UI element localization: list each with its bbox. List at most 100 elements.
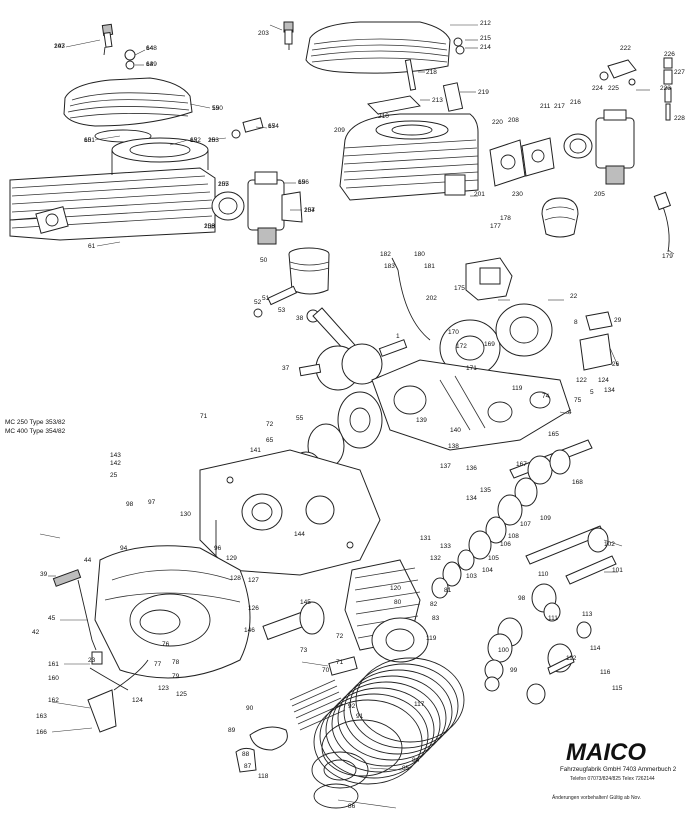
washer-64 bbox=[124, 49, 136, 61]
callout-203: 203 bbox=[258, 30, 269, 37]
clutch-assembly bbox=[328, 559, 429, 676]
callout-179: 179 bbox=[662, 253, 673, 260]
callout-202: 202 bbox=[426, 295, 437, 302]
callout-80: 80 bbox=[394, 599, 402, 606]
callout-92: 92 bbox=[348, 703, 356, 710]
callout-119: 119 bbox=[512, 385, 523, 392]
callout-67: 67 bbox=[268, 123, 276, 130]
callout-177: 177 bbox=[490, 223, 501, 230]
callout-225: 225 bbox=[608, 85, 619, 92]
piston bbox=[288, 247, 330, 295]
callout-172: 172 bbox=[456, 343, 467, 350]
carburetor-left bbox=[211, 171, 303, 245]
callout-217: 217 bbox=[554, 103, 565, 110]
callout-96: 96 bbox=[214, 545, 222, 552]
callout-4: 4 bbox=[568, 409, 572, 416]
callout-82: 82 bbox=[430, 601, 438, 608]
callout-222: 222 bbox=[620, 45, 631, 52]
callout-181: 181 bbox=[424, 263, 435, 270]
stud-218 bbox=[404, 59, 417, 91]
callout-137: 137 bbox=[440, 463, 451, 470]
kickstart-lever bbox=[52, 569, 103, 665]
callout-109: 109 bbox=[540, 515, 551, 522]
callout-39: 39 bbox=[40, 571, 48, 578]
callout-52: 52 bbox=[254, 299, 262, 306]
callout-78: 78 bbox=[172, 659, 180, 666]
clutch-plates bbox=[313, 657, 465, 785]
callout-51: 51 bbox=[262, 295, 270, 302]
callout-151: 151 bbox=[84, 137, 95, 144]
callout-178: 178 bbox=[500, 215, 511, 222]
callout-180: 180 bbox=[414, 251, 425, 258]
callout-94: 94 bbox=[120, 545, 128, 552]
callout-83: 83 bbox=[432, 615, 440, 622]
callout-228: 228 bbox=[674, 115, 685, 122]
callout-55: 55 bbox=[296, 415, 304, 422]
callout-25: 25 bbox=[110, 472, 118, 479]
cover-28 bbox=[579, 311, 613, 371]
callout-101: 101 bbox=[612, 567, 623, 574]
callout-22: 22 bbox=[570, 293, 578, 300]
callout-72: 72 bbox=[266, 421, 274, 428]
callout-126: 126 bbox=[248, 605, 259, 612]
spark-plug-left bbox=[101, 23, 114, 56]
callout-157: 157 bbox=[304, 207, 315, 214]
callout-215: 215 bbox=[480, 35, 491, 42]
callout-134: 134 bbox=[466, 495, 477, 502]
callout-64: 64 bbox=[146, 45, 154, 52]
washer-63 bbox=[125, 60, 135, 70]
callout-131: 131 bbox=[420, 535, 431, 542]
callout-112: 112 bbox=[566, 655, 577, 662]
callout-135: 135 bbox=[480, 487, 491, 494]
throttle-parts-222 bbox=[599, 57, 673, 121]
callout-166: 166 bbox=[36, 729, 47, 736]
callout-61: 61 bbox=[88, 243, 96, 250]
callout-103: 103 bbox=[466, 573, 477, 580]
callout-62: 62 bbox=[190, 137, 198, 144]
crankshaft bbox=[298, 307, 408, 391]
callout-150: 150 bbox=[212, 105, 223, 112]
callout-219: 219 bbox=[478, 89, 489, 96]
crankcase-half bbox=[371, 359, 571, 451]
callout-127: 127 bbox=[248, 577, 259, 584]
callout-85: 85 bbox=[402, 765, 410, 772]
callout-160: 160 bbox=[48, 675, 59, 682]
callout-168: 168 bbox=[572, 479, 583, 486]
transmission-shafts bbox=[431, 439, 617, 705]
callout-165: 165 bbox=[548, 431, 559, 438]
sensor-67 bbox=[231, 117, 264, 139]
model-line-1: MC 250 Type 353/82 bbox=[5, 419, 66, 426]
main-shaft bbox=[431, 439, 593, 599]
callout-81: 81 bbox=[444, 587, 452, 594]
lay-shaft bbox=[525, 525, 617, 585]
callout-37: 37 bbox=[282, 365, 290, 372]
gearbox-housing bbox=[199, 449, 381, 576]
callout-71: 71 bbox=[200, 413, 208, 420]
callout-214: 214 bbox=[480, 44, 491, 51]
callout-140: 140 bbox=[450, 427, 461, 434]
air-boot-231 bbox=[541, 197, 579, 238]
callout-207: 207 bbox=[218, 181, 229, 188]
callout-60: 60 bbox=[84, 137, 92, 144]
callout-115: 115 bbox=[612, 685, 623, 692]
callout-106: 106 bbox=[500, 541, 511, 548]
callout-99: 99 bbox=[510, 667, 518, 674]
callout-113: 113 bbox=[582, 611, 593, 618]
callout-209: 209 bbox=[334, 127, 345, 134]
callout-123: 123 bbox=[158, 685, 169, 692]
callout-134: 134 bbox=[604, 387, 615, 394]
kickstart-shaft bbox=[262, 601, 325, 641]
callout-87: 87 bbox=[244, 763, 252, 770]
callout-223: 223 bbox=[660, 85, 671, 92]
callout-107: 107 bbox=[520, 521, 531, 528]
callout-50: 50 bbox=[260, 257, 268, 264]
callout-224: 224 bbox=[592, 85, 603, 92]
callout-226: 226 bbox=[664, 51, 675, 58]
callout-44: 44 bbox=[84, 557, 92, 564]
callout-91: 91 bbox=[356, 713, 364, 720]
callout-170: 170 bbox=[448, 329, 459, 336]
callout-45: 45 bbox=[48, 615, 56, 622]
maico-logo: MAICO bbox=[566, 739, 646, 766]
